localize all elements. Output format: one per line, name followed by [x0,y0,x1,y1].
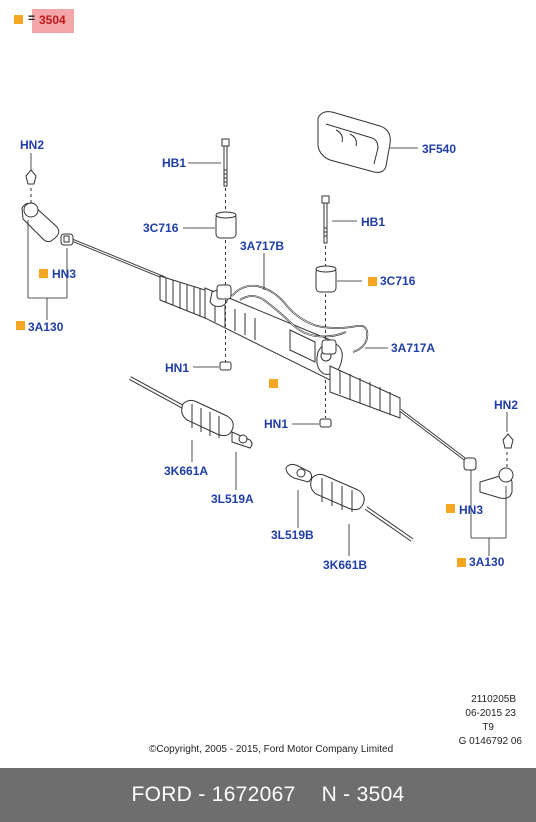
footer-brand-part: FORD - 1672067 [131,783,296,806]
right-bushing [315,265,337,340]
right-nut [319,380,332,428]
label-3l519b: 3L519B [271,528,314,542]
marker-icon-rack [269,379,278,388]
legend-marker-icon [14,15,23,24]
copyright: ©Copyright, 2005 - 2015, Ford Motor Comp… [149,744,393,755]
label-hn1-left: HN1 [165,361,189,375]
legend-part-number: 3504 [39,13,66,27]
right-tie-rod-end [479,433,514,499]
left-inner-tie-rod [129,376,253,449]
marker-icon-hn3-left [39,269,48,278]
label-hb1-right: HB1 [361,215,385,229]
label-3l519a: 3L519A [211,492,254,506]
left-tie-rod [60,233,166,280]
right-inner-tie-rod [285,463,414,542]
marker-icon-hn3-right [446,504,455,513]
marker-icons [16,269,466,567]
left-nut [219,300,232,371]
right-tie-rod [399,408,477,471]
label-hb1-top: HB1 [162,156,186,170]
legend-equals: = [28,11,36,25]
label-3k661a: 3K661A [164,464,208,478]
marker-icon-3a130-right [457,558,466,567]
label-3c716-left: 3C716 [143,221,179,235]
marker-icon-3a130-left [16,321,25,330]
footer-bar: FORD - 1672067 N - 3504 [0,768,536,822]
footer-code: N - 3504 [321,783,405,806]
leader-lines [27,147,508,556]
marker-icon-3c716-right [368,277,377,286]
label-hn1-right: HN1 [264,417,288,431]
label-3k661b: 3K661B [323,558,367,572]
legend-highlight [32,9,74,33]
left-bolt [221,138,230,210]
label-3a130-right: 3A130 [469,555,505,569]
left-bushing [215,211,237,285]
steering-rack [159,275,401,419]
heat-shield [317,111,391,173]
label-hn2-left: HN2 [20,138,44,152]
label-3a130-left: 3A130 [28,320,64,334]
parts-diagram: HN2 HN3 3A130 HB1 3C716 3A717B 3F540 HB1… [16,111,523,755]
label-hn3-right: HN3 [459,503,483,517]
label-hn2-right: HN2 [494,398,518,412]
label-3a717a: 3A717A [391,341,435,355]
label-hn3-left: HN3 [52,267,76,281]
right-bolt [321,195,330,266]
meta-line-1: 2110205B [471,694,516,705]
meta-line-2: 06-2015 23 [465,708,516,719]
meta-line-3: T9 [482,722,494,733]
meta-line-4: G 0146792 06 [459,736,523,747]
label-3a717b: 3A717B [240,239,284,253]
label-3f540: 3F540 [422,142,456,156]
left-tie-rod-end [21,169,60,243]
label-3c716-right: 3C716 [380,274,416,288]
